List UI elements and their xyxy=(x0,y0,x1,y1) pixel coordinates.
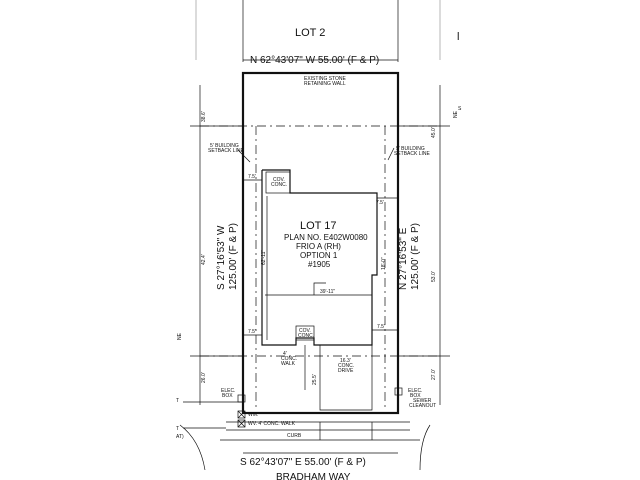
cov-conc-top-label-1: COV. xyxy=(273,177,285,183)
north-bearing: N 62°43'07" W 55.00' (F & P) xyxy=(250,55,379,66)
cov-conc-top-label-2: CONC. xyxy=(271,182,287,188)
drive-outline xyxy=(319,345,373,411)
street-name: BRADHAM WAY xyxy=(276,472,351,480)
water-meter-x2 xyxy=(237,410,246,419)
sewer-label-2: CLEANOUT xyxy=(409,403,436,409)
elec-box-right-label-1: ELEC. xyxy=(408,388,422,394)
cov-conc-bottom xyxy=(295,325,315,341)
drive-label-3: DRIVE xyxy=(338,368,354,374)
plan-number: PLAN NO. E402W0080 xyxy=(284,233,368,242)
walk-label-2: CONC. xyxy=(281,356,297,362)
wv-walk-label: WV. 4' CONC. WALK xyxy=(248,421,296,427)
setback-left-label-2: SETBACK LINE xyxy=(208,148,245,154)
curb-label: CURB xyxy=(287,433,302,439)
offset-bot-right-label: 7.5' xyxy=(377,324,385,330)
left-top-dim: 38.6' xyxy=(201,111,207,122)
ne-right-small: S xyxy=(458,106,462,112)
setback-right-label-2: SETBACK LINE xyxy=(394,151,431,157)
curb-return-left xyxy=(179,424,206,471)
setback-right-leader xyxy=(387,147,395,161)
cov-conc-top xyxy=(265,171,291,194)
cov-conc-bottom-label-1: COV. xyxy=(299,328,311,334)
garage-jog xyxy=(313,282,326,295)
elec-box-right-label-2: BOX xyxy=(410,393,421,399)
east-bearing-2: 125.00' (F & P) xyxy=(410,223,421,290)
elec-box-right xyxy=(394,387,403,396)
house-width-label: 39'-11" xyxy=(320,289,335,295)
plan-lot-number: #1905 xyxy=(308,260,331,269)
west-bearing-1: S 27°16'53" W xyxy=(216,225,227,290)
drive-label-2: CONC. xyxy=(338,363,354,369)
retaining-wall-label-1: EXISTING STONE xyxy=(304,76,347,82)
plan-option: OPTION 1 xyxy=(300,251,338,260)
t-at-label: AT) xyxy=(176,434,184,440)
water-valve-x2 xyxy=(237,419,246,428)
edge-mark: l xyxy=(457,31,459,43)
side-small-label: 18'-0" xyxy=(381,257,387,270)
sewer-label-1: SEWER xyxy=(413,398,432,404)
water-meter-symbol xyxy=(237,410,246,419)
lot-2-label: LOT 2 xyxy=(295,27,325,39)
setback-left-label-1: 5' BUILDING xyxy=(210,143,239,149)
walk-label-1: 4' xyxy=(283,351,287,357)
cov-conc-bottom-label-2: CONC. xyxy=(298,333,314,339)
ne-right: NE xyxy=(453,110,459,118)
curb-return-right xyxy=(419,424,431,471)
walk-label-3: WALK xyxy=(281,361,296,367)
ne-left: NE xyxy=(177,332,183,340)
wm-label: WM. xyxy=(248,412,258,418)
t-label-2: T xyxy=(176,426,179,432)
right-mid-dim: 53.0' xyxy=(431,271,437,282)
east-bearing-1: N 27°16'53" E xyxy=(398,227,409,290)
setback-left-leader xyxy=(237,149,251,163)
setback-right-label-1: 5' BUILDING xyxy=(396,146,425,152)
west-bearing-2: 125.00' (F & P) xyxy=(228,223,239,290)
offset-top-left-label: 7.5' xyxy=(248,174,256,180)
drive-label-1: 16.3' xyxy=(340,358,351,364)
water-valve-symbol xyxy=(237,419,246,428)
right-top-dim: 45.0' xyxy=(431,127,437,138)
left-mid-dim: 42.4' xyxy=(201,254,207,265)
elec-box-left-label-1: ELEC. xyxy=(221,388,235,394)
house-depth-label: 62'-11" xyxy=(261,250,267,265)
drive-length-label: 25.5' xyxy=(312,374,318,385)
offset-top-right-label: 7.5' xyxy=(376,200,384,206)
t-label-1: T xyxy=(176,398,179,404)
retaining-wall-label-2: RETAINING WALL xyxy=(304,81,346,87)
south-bearing: S 62°43'07" E 55.00' (F & P) xyxy=(240,457,366,468)
left-bot-dim: 26.0' xyxy=(201,372,207,383)
plan-model: FRIO A (RH) xyxy=(296,242,341,251)
right-bot-dim: 27.0' xyxy=(431,369,437,380)
elec-box-left-label-2: BOX xyxy=(222,393,233,399)
offset-bot-left-label: 7.5' xyxy=(248,329,256,335)
lot-title: LOT 17 xyxy=(300,220,337,232)
